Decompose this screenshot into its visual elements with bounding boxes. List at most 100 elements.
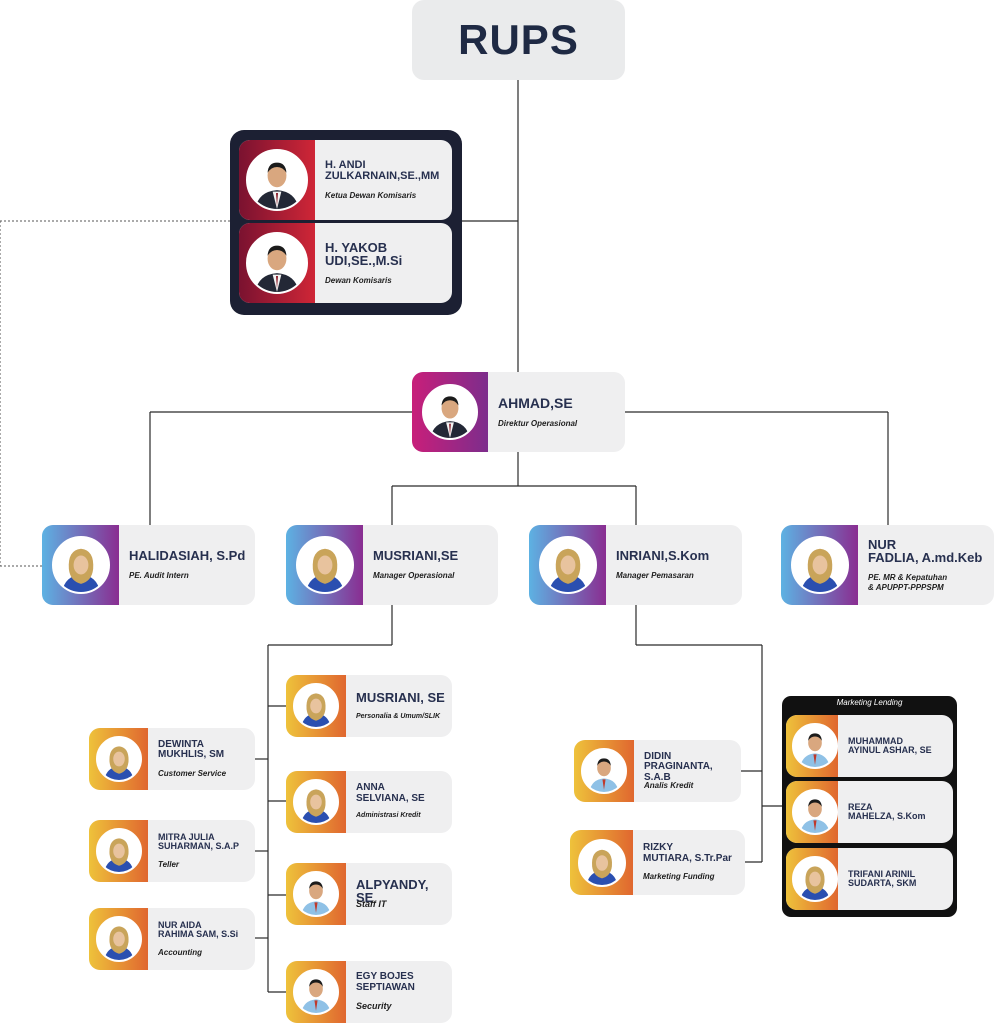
person-name-line: UDI,SE.,M.Si — [325, 253, 403, 269]
person-role-line: Manager Pemasaran — [616, 571, 694, 581]
person-name-line: EGY BOJES — [356, 971, 414, 983]
person-name: INRIANI,S.Kom — [616, 549, 736, 563]
person-photo-icon — [792, 789, 838, 835]
person-role: Personalia & Umum/SLIK — [356, 713, 446, 721]
person-photo-icon — [51, 536, 110, 594]
person-role: Direktur Operasional — [498, 419, 619, 429]
person-role-line: Accounting — [158, 947, 202, 957]
person-role: Staff IT — [356, 899, 446, 910]
person-role: Dewan Komisaris — [325, 276, 446, 286]
person-photo-icon — [422, 384, 478, 440]
person-name-line: REZA — [848, 801, 873, 812]
person-role: PE. Audit Intern — [129, 571, 249, 581]
person-role-line: PE. MR & Kepatuhan — [868, 573, 948, 583]
person-card-manager-operasional: MUSRIANI,SE Manager Operasional — [286, 525, 498, 605]
person-name-line: SUDARTA, SKM — [848, 877, 917, 888]
person-photo-icon — [246, 149, 308, 211]
person-name-line: DEWINTA — [158, 738, 204, 750]
person-role-line: Security — [356, 1001, 392, 1012]
person-name-line: NUR AIDA — [158, 919, 202, 930]
person-card-personalia-umum: MUSRIANI, SE Personalia & Umum/SLIK — [286, 675, 452, 737]
person-name-line: MUKHLIS, SM — [158, 749, 225, 761]
person-name-line: AYINUL ASHAR, SE — [848, 744, 932, 755]
person-role: Accounting — [158, 948, 249, 958]
person-photo-icon — [293, 969, 339, 1015]
person-name-line: PRAGINANTA, S.A.B — [644, 761, 713, 783]
person-name-line: RAHIMA SAM, S.Si — [158, 929, 239, 940]
person-role-line: PE. Audit Intern — [129, 571, 189, 581]
person-role-line: Staff IT — [356, 899, 387, 910]
person-role-line: Dewan Komisaris — [325, 275, 392, 285]
person-name: MUSRIANI,SE — [373, 549, 492, 563]
person-photo-icon — [792, 856, 838, 902]
person-name-line: HALIDASIAH, S.Pd — [129, 548, 246, 564]
person-name-line: MUSRIANI,SE — [373, 548, 459, 564]
person-photo-icon — [246, 232, 308, 294]
person-photo-icon — [581, 748, 627, 794]
person-name-line: MUHAMMAD — [848, 735, 903, 746]
person-name-line: AHMAD,SE — [498, 394, 573, 411]
person-role: Analis Kredit — [644, 781, 735, 791]
person-name-line: DIDIN — [644, 750, 672, 762]
person-role: Ketua Dewan Komisaris — [325, 191, 446, 201]
person-photo-icon — [293, 683, 339, 729]
person-name-line: SEPTIAWAN — [356, 981, 415, 993]
person-name-line: H. ANDI — [325, 158, 366, 171]
person-role-line: Ketua Dewan Komisaris — [325, 190, 417, 200]
person-name-line: MUSRIANI, SE — [356, 689, 445, 705]
person-name-line: ALPYANDY, SE — [356, 876, 429, 906]
person-name-line: INRIANI,S.Kom — [616, 548, 710, 564]
person-role: Administrasi Kredit — [356, 812, 446, 820]
person-role-line: Customer Service — [158, 768, 227, 778]
person-name-line: MUTIARA, S.Tr.Par — [643, 852, 732, 864]
person-photo-icon — [295, 536, 354, 594]
person-name-line: ZULKARNAIN,SE.,MM — [325, 170, 440, 183]
person-name: HALIDASIAH, S.Pd — [129, 549, 249, 563]
person-role: Marketing Funding — [643, 872, 739, 882]
person-role: Customer Service — [158, 769, 249, 779]
person-name: AHMAD,SE — [498, 396, 619, 411]
person-role-line: Administrasi Kredit — [356, 812, 421, 820]
person-role: Manager Operasional — [373, 571, 492, 581]
person-photo-icon — [790, 536, 849, 594]
person-name-line: TRIFANI ARINIL — [848, 868, 916, 879]
person-name-line: MITRA JULIA — [158, 831, 215, 842]
person-name: MUSRIANI, SE — [356, 691, 446, 705]
person-role: Teller — [158, 860, 249, 870]
person-role-line: Analis Kredit — [644, 780, 694, 790]
person-role-line: Teller — [158, 859, 180, 869]
person-photo-icon — [792, 723, 838, 769]
person-role-line: & APUPPT-PPPSPM — [868, 582, 944, 592]
person-photo-icon — [95, 736, 142, 782]
person-photo-icon — [577, 838, 626, 887]
person-photo-icon — [293, 871, 339, 917]
rups-box: RUPS — [412, 0, 625, 80]
marketing-lending-title: Marketing Lending — [836, 698, 903, 707]
